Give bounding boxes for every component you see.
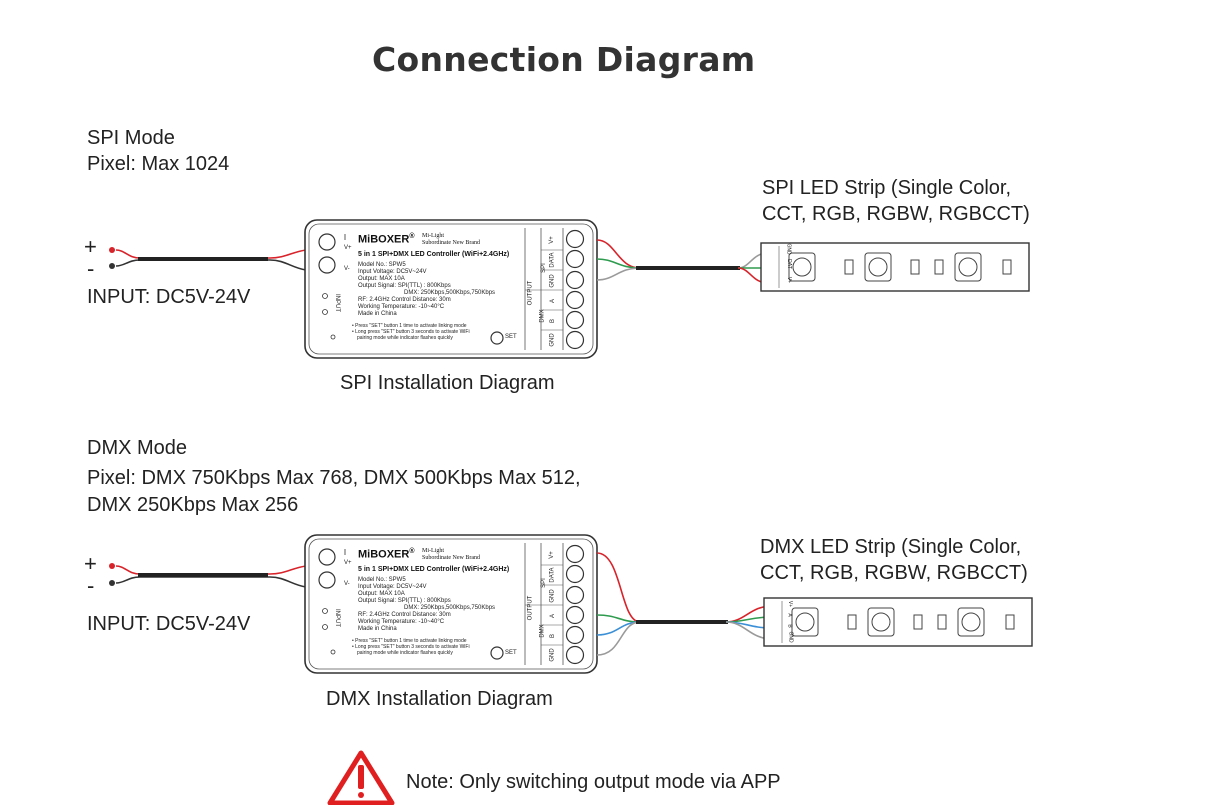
spi-input-wires [109,247,307,271]
spi-set-button-label: SET [505,334,517,340]
spi-minus-terminal [109,263,115,269]
dmx-pin-gnd: GND [549,589,556,603]
spi-strip-label-1: SPI LED Strip (Single Color, [762,177,1011,199]
spi-ctrl-spi: SPI [540,263,547,273]
dmx-output-wires [596,552,773,656]
dmx-ctrl-brand: MiBOXER® [358,548,415,561]
dmx-plus-terminal [109,563,115,569]
spi-led-strip [760,242,1030,292]
spi-plus-label: + [84,234,97,259]
dmx-strip-pin-gnd: GND [787,631,794,643]
dmx-ctrl-dmx: DMX [539,624,546,638]
note-text: Note: Only switching output mode via APP [406,771,781,793]
spi-mode-label: SPI Mode [87,127,175,149]
spi-input-label: INPUT: DC5V-24V [87,286,251,308]
dmx-led-strip [763,597,1033,647]
spi-ctrl-product: 5 in 1 SPI+DMX LED Controller (WiFi+2.4G… [358,251,510,258]
spi-pin-vplus: V+ [548,236,555,244]
warning-icon [327,750,395,805]
dmx-plus-label: + [84,551,97,576]
spi-ctrl-specs: Model No.: SPW5 Input Voltage: DC5V~24V … [358,262,496,317]
spi-strip-pin-gnd: GND [785,243,792,255]
dmx-ctrl-specs: Model No.: SPW5 Input Voltage: DC5V~24V … [358,577,496,632]
dmx-pin-gnd2: GND [549,648,556,662]
spi-pin-data: DATA [549,252,556,268]
dmx-ctrl-vplus: V+ [344,560,352,566]
spi-ctrl-brand: MiBOXER® [358,233,415,246]
spi-ctrl-vminus: V- [344,266,350,272]
spi-pin-gnd: GND [549,274,556,288]
spi-ctrl-vplus: V+ [344,245,352,251]
spi-strip-label-2: CCT, RGB, RGBW, RGBCCT) [762,203,1030,225]
spi-strip-pin-dat: DAT [785,259,792,269]
spi-pin-b: B [550,318,557,324]
dmx-input-wires [109,563,307,588]
spi-caption: SPI Installation Diagram [340,372,555,394]
dmx-pin-vplus: V+ [548,551,555,559]
dmx-ctrl-notes: • Press "SET" button 1 time to activate … [352,638,470,656]
dmx-strip-label-1: DMX LED Strip (Single Color, [760,536,1022,558]
spi-strip-pin-vplus: V+ [786,276,793,284]
dmx-ctrl-vminus: V- [344,581,350,587]
dmx-strip-pin-vplus: V+ [787,600,794,608]
spi-plus-terminal [109,247,115,253]
spi-pin-a: A [550,298,557,304]
dmx-strip-label-2: CCT, RGB, RGBW, RGBCCT) [760,562,1028,584]
dmx-minus-terminal [109,580,115,586]
spi-pin-gnd2: GND [549,333,556,347]
dmx-ctrl-product: 5 in 1 SPI+DMX LED Controller (WiFi+2.4G… [358,566,510,573]
spi-ctrl-output: OUTPUT [527,280,534,306]
dmx-ctrl-input: INPUT [334,609,340,627]
dmx-minus-label: - [87,573,95,598]
spi-ctrl-dmx: DMX [539,309,546,323]
dmx-pixel-label-2: DMX 250Kbps Max 256 [87,494,299,516]
dmx-mode-label: DMX Mode [87,437,188,459]
dmx-strip-pin-a: A [786,613,793,617]
dmx-pin-b: B [550,633,557,639]
page-title: Connection Diagram [372,40,756,79]
spi-minus-label: - [87,256,95,281]
dmx-set-button-label: SET [505,650,517,656]
dmx-pin-data: DATA [549,567,556,583]
dmx-input-label: INPUT: DC5V-24V [87,613,251,635]
dmx-ctrl-output: OUTPUT [527,595,534,621]
dmx-caption: DMX Installation Diagram [326,688,553,710]
spi-ctrl-notes: • Press "SET" button 1 time to activate … [352,323,470,341]
dmx-ctrl-spi: SPI [540,578,547,588]
dmx-pin-a: A [550,613,557,619]
spi-ctrl-input: INPUT [334,294,340,312]
spi-output-wires [596,239,769,284]
spi-pixel-label: Pixel: Max 1024 [87,153,230,175]
dmx-strip-pin-b: B [786,624,793,628]
dmx-pixel-label-1: Pixel: DMX 750Kbps Max 768, DMX 500Kbps … [87,467,581,489]
